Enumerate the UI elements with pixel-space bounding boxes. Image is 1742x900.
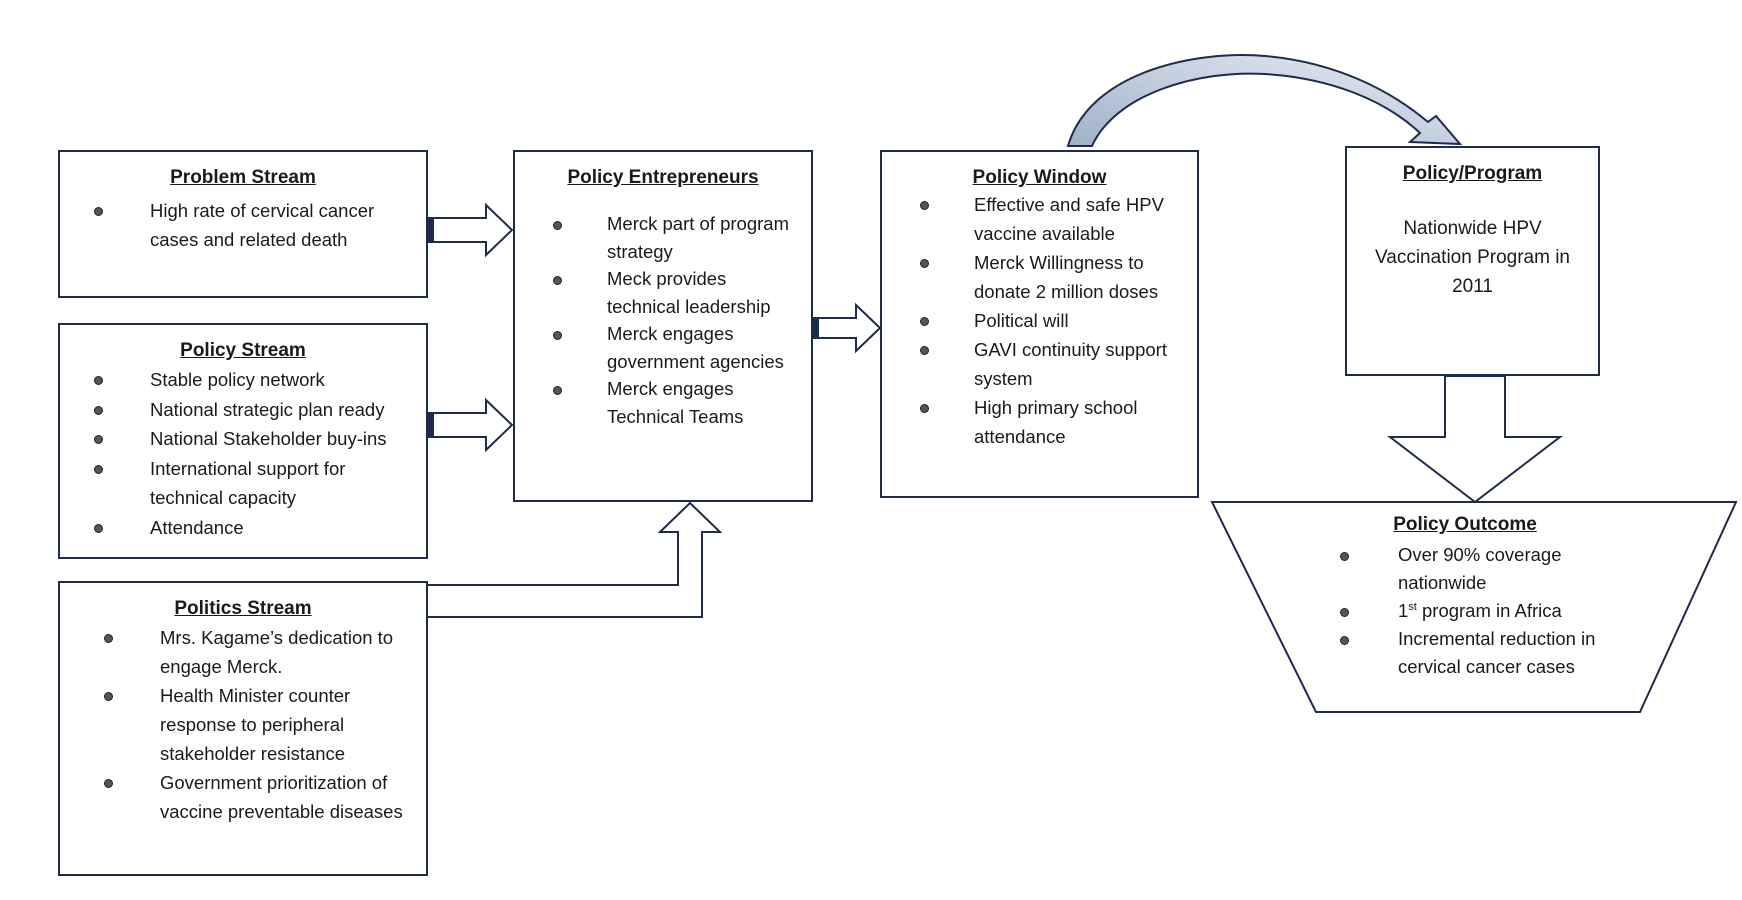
list-item: Merck Willingness to donate 2 million do…: [892, 248, 1187, 306]
list-item: Meck provides technical leadership: [525, 265, 801, 320]
list-item: National strategic plan ready: [70, 395, 416, 425]
arrow-policy-to-entrepreneurs: [427, 397, 514, 453]
ordinal-number: 1: [1398, 600, 1409, 621]
list-item: International support for technical capa…: [70, 454, 416, 513]
policy-window-box: Policy Window Effective and safe HPV vac…: [880, 150, 1199, 498]
list-item: Over 90% coverage nationwide: [1300, 541, 1630, 597]
policy-outcome-list: Over 90% coverage nationwide 1st program…: [1300, 541, 1630, 681]
list-item: Mrs. Kagame’s dedication to engage Merck…: [70, 623, 416, 681]
list-item: Stable policy network: [70, 365, 416, 395]
list-item: Merck engages government agencies: [525, 320, 801, 375]
list-item: Political will: [892, 306, 1187, 335]
policy-entrepreneurs-list: Merck part of program strategy Meck prov…: [525, 210, 801, 430]
policy-window-title: Policy Window: [972, 167, 1107, 188]
list-item: Merck part of program strategy: [525, 210, 801, 265]
arrow-problem-to-entrepreneurs: [427, 202, 514, 258]
policy-stream-box: Policy Stream Stable policy network Nati…: [58, 323, 428, 559]
list-item: National Stakeholder buy-ins: [70, 424, 416, 454]
list-item: High rate of cervical cancer cases and r…: [70, 196, 416, 254]
problem-stream-box: Problem Stream High rate of cervical can…: [58, 150, 428, 298]
policy-outcome-content: Policy Outcome Over 90% coverage nationw…: [1300, 513, 1630, 681]
list-item: Attendance: [70, 513, 416, 543]
problem-stream-list: High rate of cervical cancer cases and r…: [70, 196, 416, 254]
problem-stream-title: Problem Stream: [170, 167, 316, 188]
politics-stream-title: Politics Stream: [174, 598, 312, 619]
politics-stream-box: Politics Stream Mrs. Kagame’s dedication…: [58, 581, 428, 876]
arrow-entrepreneurs-to-window: [812, 302, 882, 354]
policy-stream-title: Policy Stream: [180, 340, 306, 361]
ordinal-suffix: st: [1408, 600, 1417, 613]
policy-outcome-title: Policy Outcome: [1393, 514, 1537, 535]
policy-program-text: Nationwide HPV Vaccination Program in 20…: [1374, 218, 1571, 297]
policy-window-list: Effective and safe HPV vaccine available…: [892, 190, 1187, 451]
list-item: High primary school attendance: [892, 393, 1187, 451]
policy-stream-list: Stable policy network National strategic…: [70, 365, 416, 542]
politics-stream-list: Mrs. Kagame’s dedication to engage Merck…: [70, 623, 416, 826]
arrow-politics-to-entrepreneurs: [428, 501, 723, 618]
policy-entrepreneurs-title: Policy Entrepreneurs: [567, 167, 759, 188]
policy-entrepreneurs-box: Policy Entrepreneurs Merck part of progr…: [513, 150, 813, 502]
list-item: Government prioritization of vaccine pre…: [70, 768, 416, 826]
policy-program-box: Policy/Program Nationwide HPV Vaccinatio…: [1345, 146, 1600, 376]
list-item: Health Minister counter response to peri…: [70, 681, 416, 768]
list-item-text: program in Africa: [1416, 600, 1562, 621]
list-item: Merck engages Technical Teams: [525, 375, 801, 430]
list-item: Incremental reduction in cervical cancer…: [1300, 625, 1630, 681]
list-item: 1st program in Africa: [1300, 597, 1630, 625]
arrow-program-to-outcome: [1387, 375, 1563, 504]
list-item: Effective and safe HPV vaccine available: [892, 190, 1187, 248]
arc-window-to-program: [1066, 54, 1463, 147]
list-item: GAVI continuity support system: [892, 335, 1187, 393]
policy-program-title: Policy/Program: [1402, 163, 1543, 184]
